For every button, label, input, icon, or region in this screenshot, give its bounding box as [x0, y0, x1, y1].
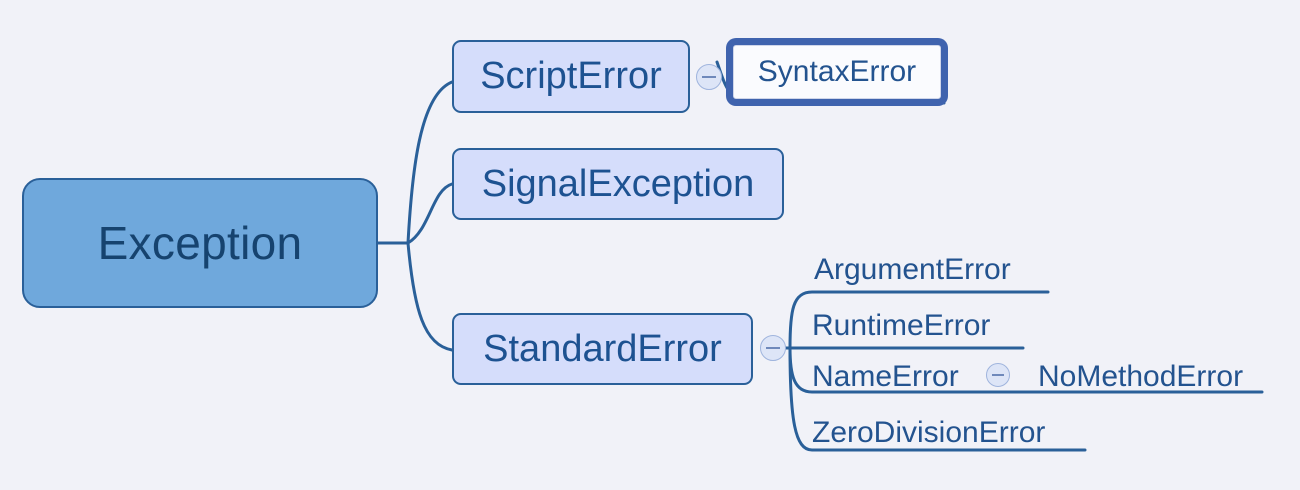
wire-root-to-scripterror — [406, 80, 454, 245]
node-standarderror[interactable]: StandardError — [452, 313, 753, 385]
node-exception-label: Exception — [97, 217, 303, 269]
node-scripterror[interactable]: ScriptError — [452, 40, 690, 113]
wire-root-to-signalexception — [406, 182, 454, 245]
node-scripterror-label: ScriptError — [480, 55, 662, 97]
node-syntaxerror[interactable]: SyntaxError — [726, 38, 948, 106]
node-syntaxerror-label: SyntaxError — [757, 55, 917, 88]
leaf-runtimeerror[interactable]: RuntimeError — [812, 309, 991, 342]
collapse-minus-icon-standarderror[interactable] — [760, 335, 786, 361]
leaf-zerodivisionerror[interactable]: ZeroDivisionError — [812, 416, 1046, 449]
node-exception[interactable]: Exception — [22, 178, 378, 308]
node-syntaxerror-inner: SyntaxError — [733, 45, 941, 99]
leaf-argumenterror[interactable]: ArgumentError — [814, 253, 1011, 286]
collapse-minus-icon-nameerror[interactable] — [986, 363, 1010, 387]
node-signalexception[interactable]: SignalException — [452, 148, 784, 220]
node-signalexception-label: SignalException — [481, 162, 755, 205]
wire-root-to-standarderror — [406, 241, 454, 352]
collapse-minus-icon-scripterror[interactable] — [696, 64, 722, 90]
leaf-nameerror[interactable]: NameError — [812, 360, 959, 393]
node-standarderror-label: StandardError — [483, 327, 722, 370]
leaf-nomethoderror[interactable]: NoMethodError — [1038, 360, 1244, 393]
